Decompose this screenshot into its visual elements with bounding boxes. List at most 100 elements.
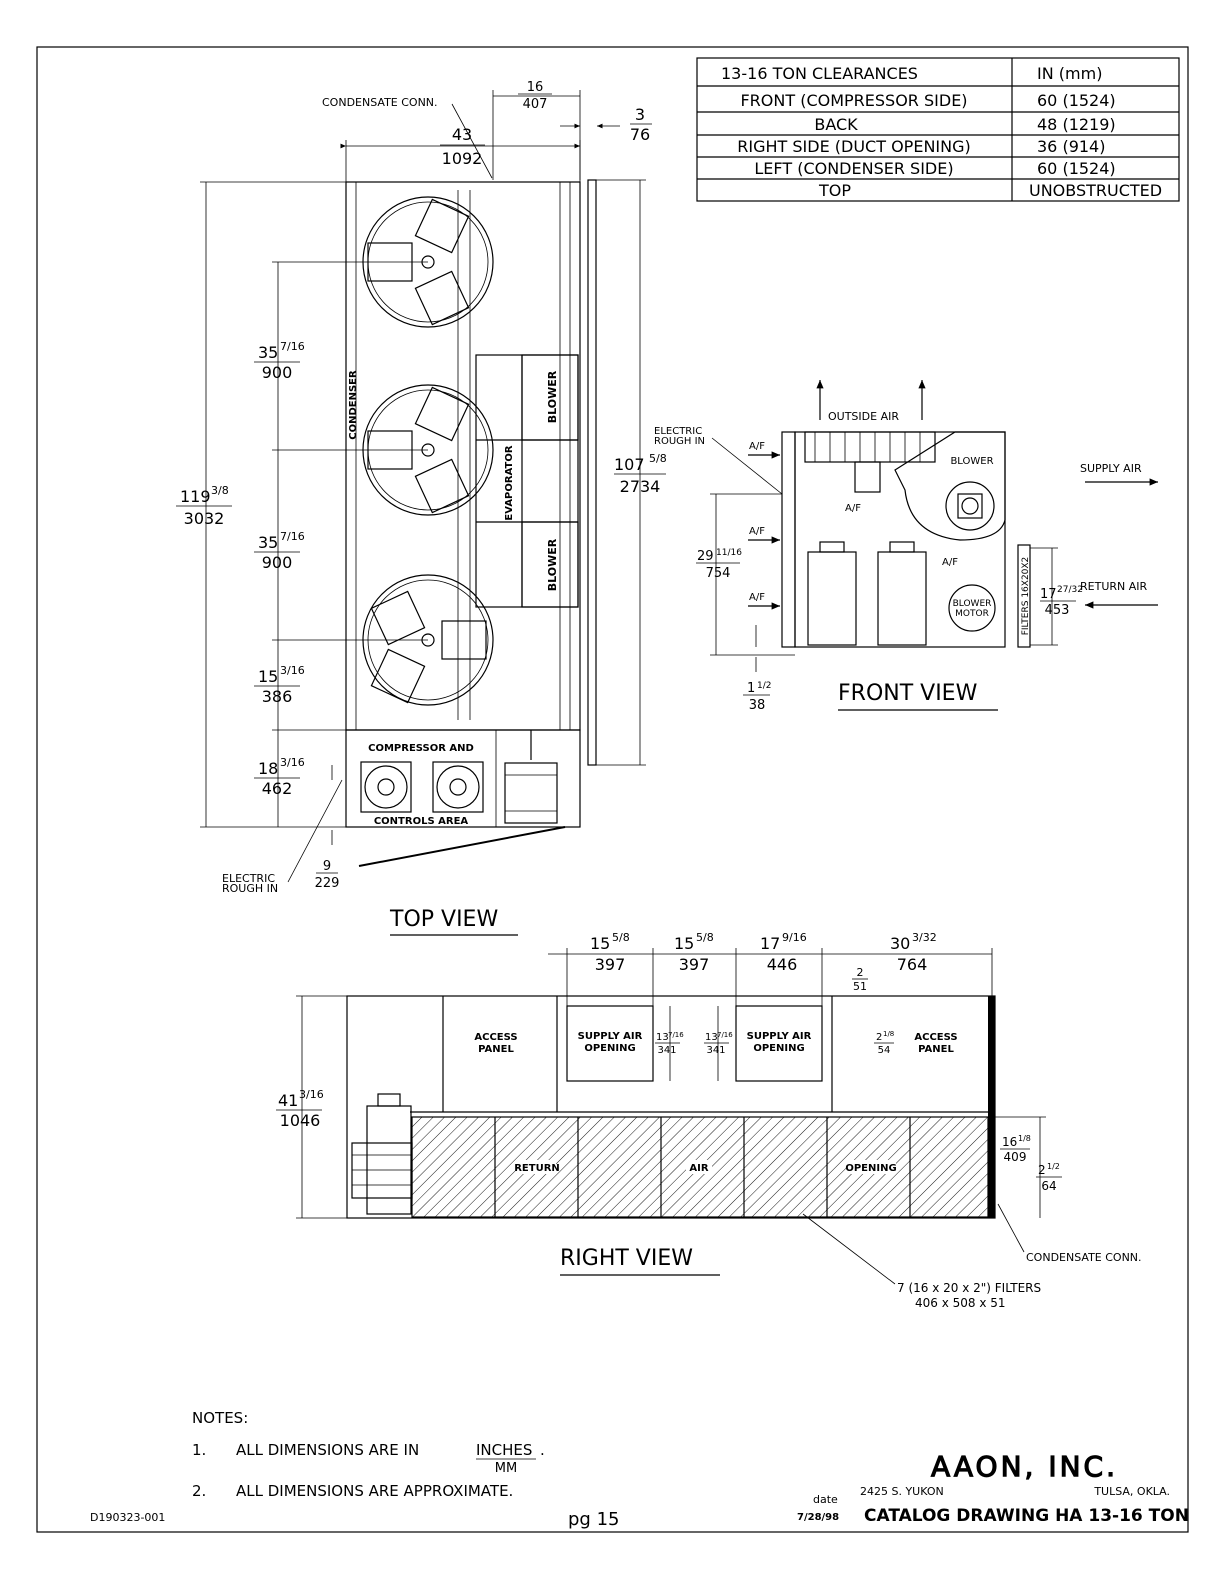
electric-rough-in-label: ELECTRIC	[222, 872, 275, 885]
dim-fan-spacing-mm: 900	[262, 363, 293, 382]
af-label: A/F	[942, 557, 958, 568]
clearance-value: 60 (1524)	[1037, 159, 1116, 178]
dim-fan-spacing-frac: 7/16	[280, 530, 305, 543]
dim-supply-height-mm: 341	[706, 1045, 725, 1056]
dim-compressor-depth-frac: 3/16	[280, 756, 305, 769]
title-block: AAON, INC. 2425 S. YUKON TULSA, OKLA. da…	[797, 1449, 1189, 1526]
dim-base-height-frac: 1/2	[757, 681, 771, 691]
supply-air-label: SUPPLY AIR	[1080, 462, 1142, 475]
dim-condensate-height-mm: 64	[1041, 1179, 1056, 1193]
evaporator-label: EVAPORATOR	[504, 445, 515, 520]
dim-overall-length-frac: 3/8	[211, 484, 229, 497]
clearance-label: RIGHT SIDE (DUCT OPENING)	[737, 137, 970, 156]
dim-compressor-depth-mm: 462	[262, 779, 293, 798]
clearance-label: TOP	[818, 181, 851, 200]
dim-overall-length: 119	[180, 487, 211, 506]
document-id: D190323-001	[90, 1511, 165, 1524]
dim-fan-spacing-mm: 900	[262, 553, 293, 572]
dim-supply-top-mm: 54	[878, 1045, 891, 1056]
company-logo: AAON, INC.	[931, 1450, 1118, 1483]
supply-air-opening-label: OPENING	[584, 1043, 635, 1054]
clearance-value: 48 (1219)	[1037, 115, 1116, 134]
dim-top-width-mm: 1092	[442, 149, 483, 168]
front-electric-label: ELECTRIC	[654, 426, 702, 437]
dim-cabinet-length: 107	[614, 455, 645, 474]
filter-air-label: AIR	[689, 1163, 708, 1174]
dim-right-width-mm: 397	[679, 955, 710, 974]
dim-cabinet-length-frac: 5/8	[649, 452, 667, 465]
right-view: ACCESS PANEL ACCESS PANEL SUPPLY AIR OPE…	[276, 931, 1142, 1310]
dim-supply-height-mm: 341	[657, 1045, 676, 1056]
clearance-label: FRONT (COMPRESSOR SIDE)	[740, 91, 967, 110]
dim-base-height: 1	[747, 681, 755, 696]
dim-right-width-mm: 764	[897, 955, 928, 974]
dim-front-height-frac: 11/16	[716, 548, 742, 558]
dim-right-width: 15	[674, 934, 694, 953]
dim-right-height-mm: 1046	[280, 1111, 321, 1130]
dim-filter-height: 17	[1040, 587, 1057, 602]
dim-filter-rack-mm: 409	[1004, 1150, 1027, 1164]
notes-title: NOTES:	[192, 1409, 248, 1427]
dim-filter-rack-frac: 1/8	[1018, 1134, 1031, 1143]
dim-overhang: 3	[635, 105, 645, 124]
dim-supply-height-frac: 7/16	[717, 1031, 733, 1039]
blower-motor-label: MOTOR	[955, 609, 989, 619]
notes: NOTES: 1. ALL DIMENSIONS ARE IN INCHES .…	[192, 1409, 545, 1500]
dim-supply-height-frac: 7/16	[668, 1031, 684, 1039]
right-condensate-conn-label: CONDENSATE CONN.	[1026, 1251, 1142, 1264]
note-number: 2.	[192, 1482, 206, 1500]
clearances-units: IN (mm)	[1037, 64, 1102, 83]
dim-right-width-frac: 5/8	[612, 931, 630, 944]
dim-gap: 2	[857, 966, 864, 979]
compressor-label: COMPRESSOR AND	[368, 743, 474, 754]
note-number: 1.	[192, 1441, 206, 1459]
page-number: pg 15	[568, 1509, 619, 1530]
dim-right-height: 41	[278, 1091, 298, 1110]
note-text: ALL DIMENSIONS ARE IN	[236, 1441, 419, 1459]
front-electric-label: ROUGH IN	[654, 436, 705, 447]
dim-fan-spacing-frac: 7/16	[280, 340, 305, 353]
dim-top-width: 43	[452, 125, 472, 144]
dim-filter-height-mm: 453	[1045, 603, 1070, 618]
dim-right-width-frac: 9/16	[782, 931, 807, 944]
front-view-title: FRONT VIEW	[838, 681, 978, 706]
drawing-date: 7/28/98	[797, 1512, 839, 1523]
clearance-label: BACK	[814, 115, 858, 134]
company-city: TULSA, OKLA.	[1093, 1485, 1170, 1498]
dim-fan-spacing: 35	[258, 343, 278, 362]
clearance-value: 60 (1524)	[1037, 91, 1116, 110]
clearance-value: 36 (914)	[1037, 137, 1105, 156]
supply-air-opening-label: OPENING	[753, 1043, 804, 1054]
dim-right-width: 15	[590, 934, 610, 953]
dim-right-width: 17	[760, 934, 780, 953]
blower-label: BLOWER	[546, 538, 559, 591]
dim-condensate-offset-mm: 407	[523, 97, 548, 112]
dim-filter-height-frac: 27/32	[1057, 585, 1083, 595]
dim-condensate-offset: 16	[527, 80, 544, 95]
dim-fan-offset: 15	[258, 667, 278, 686]
dim-fan-offset-frac: 3/16	[280, 664, 305, 677]
right-view-title: RIGHT VIEW	[560, 1246, 693, 1271]
blower-label: BLOWER	[546, 370, 559, 423]
dim-right-width: 30	[890, 934, 910, 953]
dim-filter-rack: 16	[1002, 1135, 1017, 1149]
date-label: date	[813, 1493, 838, 1506]
condensate-conn-label: CONDENSATE CONN.	[322, 96, 438, 109]
dim-right-height-frac: 3/16	[299, 1088, 324, 1101]
dim-base-height-mm: 38	[749, 698, 766, 713]
dim-supply-height: 13	[656, 1032, 669, 1043]
dim-condensate-height: 2	[1038, 1163, 1046, 1177]
note-text: ALL DIMENSIONS ARE APPROXIMATE.	[236, 1482, 513, 1500]
af-label: A/F	[749, 526, 765, 537]
af-label: A/F	[845, 503, 861, 514]
return-air-label: RETURN AIR	[1080, 580, 1148, 593]
filter-return-label: RETURN	[514, 1163, 560, 1174]
note-inches: INCHES	[476, 1441, 532, 1459]
outside-air-label: OUTSIDE AIR	[828, 410, 899, 423]
dim-gap-mm: 51	[853, 980, 867, 993]
access-panel-label: ACCESS	[914, 1032, 957, 1043]
dim-overhang-mm: 76	[630, 125, 650, 144]
blower-motor-label: BLOWER	[953, 599, 992, 609]
dim-right-width-frac: 3/32	[912, 931, 937, 944]
supply-air-opening-label: SUPPLY AIR	[747, 1031, 812, 1042]
